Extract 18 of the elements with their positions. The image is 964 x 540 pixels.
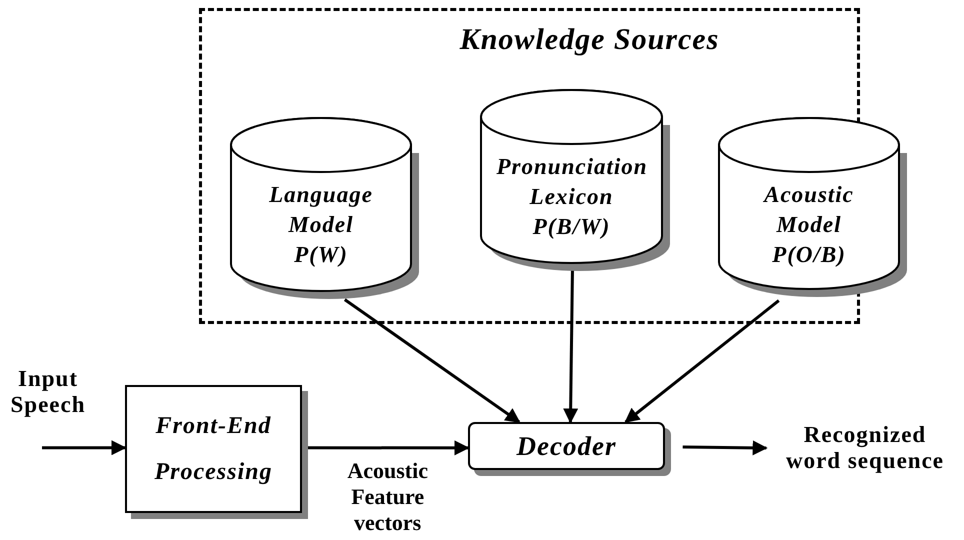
io-label: Recognized word sequence [784, 422, 946, 474]
arrow [682, 440, 768, 456]
arrow [307, 440, 470, 456]
box-label: Decoder [516, 430, 616, 462]
arrow [42, 440, 126, 456]
arrow [624, 299, 780, 424]
model-name: Language Model [268, 181, 374, 239]
model-name: Acoustic Model [762, 181, 855, 239]
database-cylinder [718, 118, 908, 297]
probability-formula: P(O/B) [771, 241, 847, 269]
arrow [344, 298, 520, 424]
database-cylinder [480, 90, 671, 271]
group-title: Knowledge Sources [460, 23, 720, 57]
model-name: Pronunciation Lexicon [496, 153, 646, 211]
box-label: Front-End Processing [154, 412, 274, 487]
probability-formula: P(B/W) [532, 213, 612, 241]
database-cylinder [230, 118, 420, 299]
probability-formula: P(W) [293, 241, 349, 269]
